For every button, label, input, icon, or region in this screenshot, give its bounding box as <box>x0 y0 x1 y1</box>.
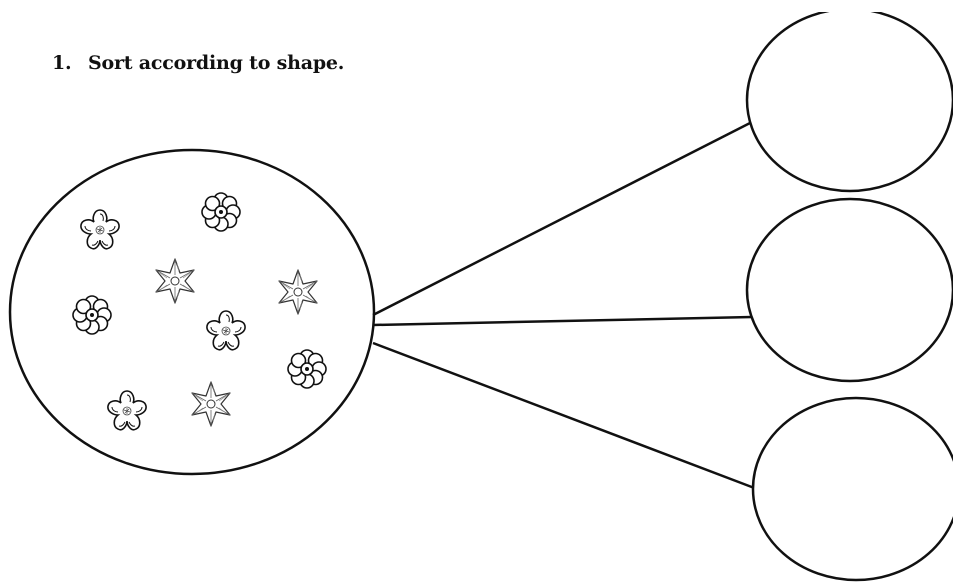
flower-star-icon <box>155 258 195 304</box>
sort-circle-top <box>745 7 953 193</box>
flower-round-icon <box>287 349 327 389</box>
connector-line-bottom <box>372 341 758 491</box>
flower-blossom-icon <box>80 209 120 250</box>
question-heading: 1. Sort according to shape. <box>52 52 344 74</box>
flower-round-icon <box>201 192 241 232</box>
source-oval <box>8 148 376 476</box>
flower-star-icon <box>191 381 231 427</box>
flower-round-icon <box>72 295 112 335</box>
flower-star-icon <box>278 269 318 315</box>
connector-line-top <box>372 120 753 317</box>
sort-circle-bottom <box>751 396 953 582</box>
sort-circle-middle <box>745 197 953 383</box>
connector-line-middle <box>372 315 753 327</box>
flower-blossom-icon <box>107 390 147 431</box>
question-number: 1. <box>52 52 72 74</box>
flower-blossom-icon <box>206 310 246 351</box>
question-text: Sort according to shape. <box>88 52 345 74</box>
